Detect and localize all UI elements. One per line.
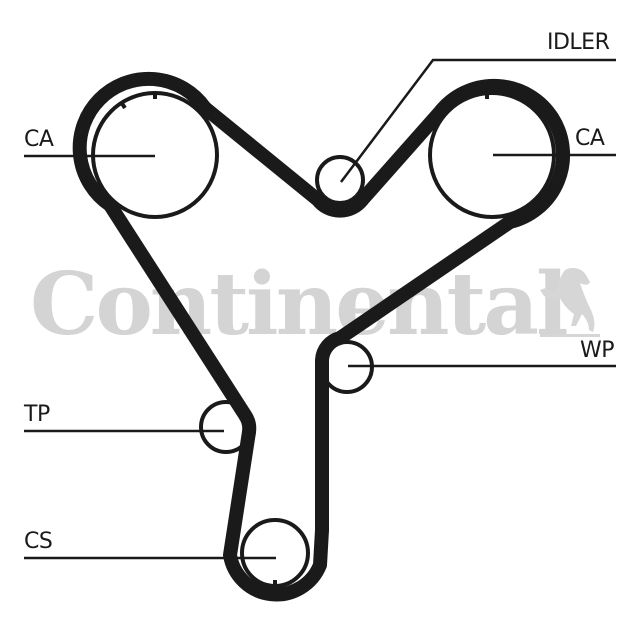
idler-label: IDLER — [547, 30, 610, 55]
ca-right-label: CA — [575, 126, 605, 151]
timing-marks — [119, 92, 489, 588]
leader-lines — [24, 58, 616, 560]
cs-pulley — [240, 518, 310, 588]
cs-label: CS — [24, 529, 53, 554]
idler-leader — [340, 58, 616, 183]
tp-label: TP — [24, 402, 50, 427]
ca-left-secondary-mark — [119, 100, 127, 110]
continental-watermark: Continental — [30, 254, 569, 355]
wp-label: WP — [580, 338, 615, 363]
ca-left-label: CA — [24, 127, 54, 152]
timing-belt — [72, 71, 571, 602]
idler-pulley — [315, 155, 365, 205]
tp-pulley — [199, 400, 253, 454]
rearing-horse-icon — [540, 267, 600, 337]
